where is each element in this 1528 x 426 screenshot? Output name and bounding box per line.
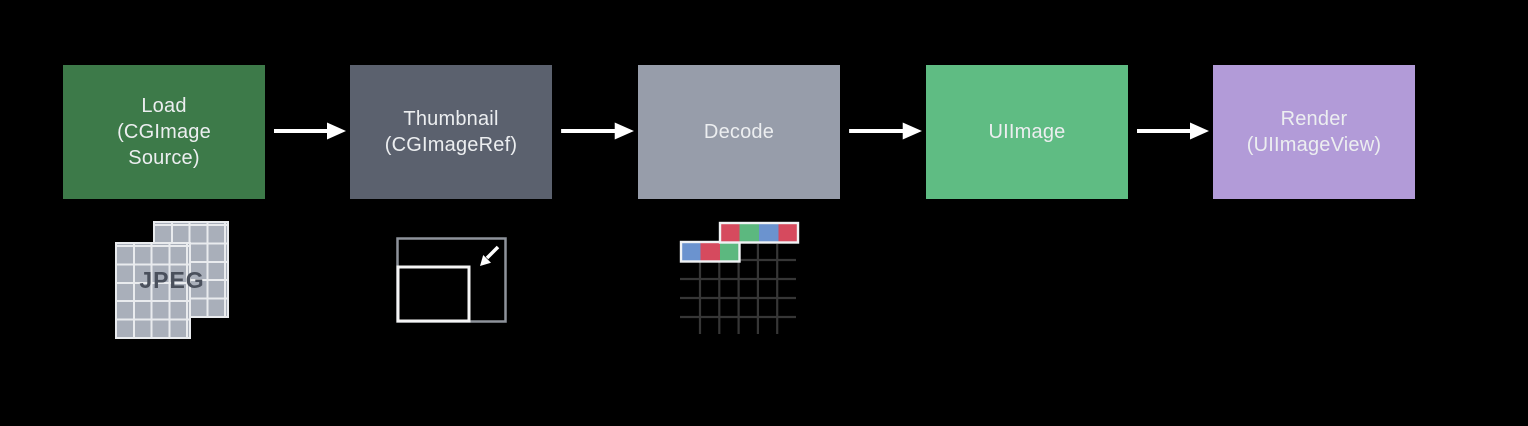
- flow-arrow-icon: [561, 122, 634, 140]
- thumbnail-resize-icon: [396, 237, 507, 323]
- jpeg-label: JPEG: [139, 266, 205, 293]
- flow-arrow-icon: [849, 122, 922, 140]
- decoded-pixel-strip-top: [718, 221, 800, 244]
- pipeline-box-load: Load (CGImage Source): [63, 65, 265, 199]
- box-label-line: Decode: [703, 121, 775, 143]
- thumbnail-inner-rect: [396, 265, 471, 323]
- box-label-line: Load: [141, 95, 187, 117]
- downscale-arrow-icon: [485, 245, 500, 260]
- box-label-line: UIImage: [988, 121, 1066, 143]
- decode-pixels-icon: [679, 221, 800, 334]
- pipeline-box-render: Render (UIImageView): [1213, 65, 1415, 199]
- box-label-line: Render: [1280, 108, 1348, 130]
- box-label-line: (CGImage: [117, 121, 211, 143]
- pipeline-box-thumbnail: Thumbnail (CGImageRef): [350, 65, 552, 199]
- pipeline-box-decode: Decode: [638, 65, 840, 199]
- jpeg-grid-front: [115, 242, 191, 339]
- box-label-line: Thumbnail: [403, 108, 499, 130]
- flow-arrow-icon: [274, 122, 346, 140]
- box-label-line: Source): [128, 147, 200, 169]
- box-label-line: (CGImageRef): [384, 134, 518, 156]
- box-label-line: (UIImageView): [1246, 134, 1382, 156]
- jpeg-file-icon: JPEG: [115, 221, 229, 339]
- pipeline-box-uiimage: UIImage: [926, 65, 1128, 199]
- decoded-pixel-strip-left: [679, 240, 741, 263]
- flow-arrow-icon: [1137, 122, 1209, 140]
